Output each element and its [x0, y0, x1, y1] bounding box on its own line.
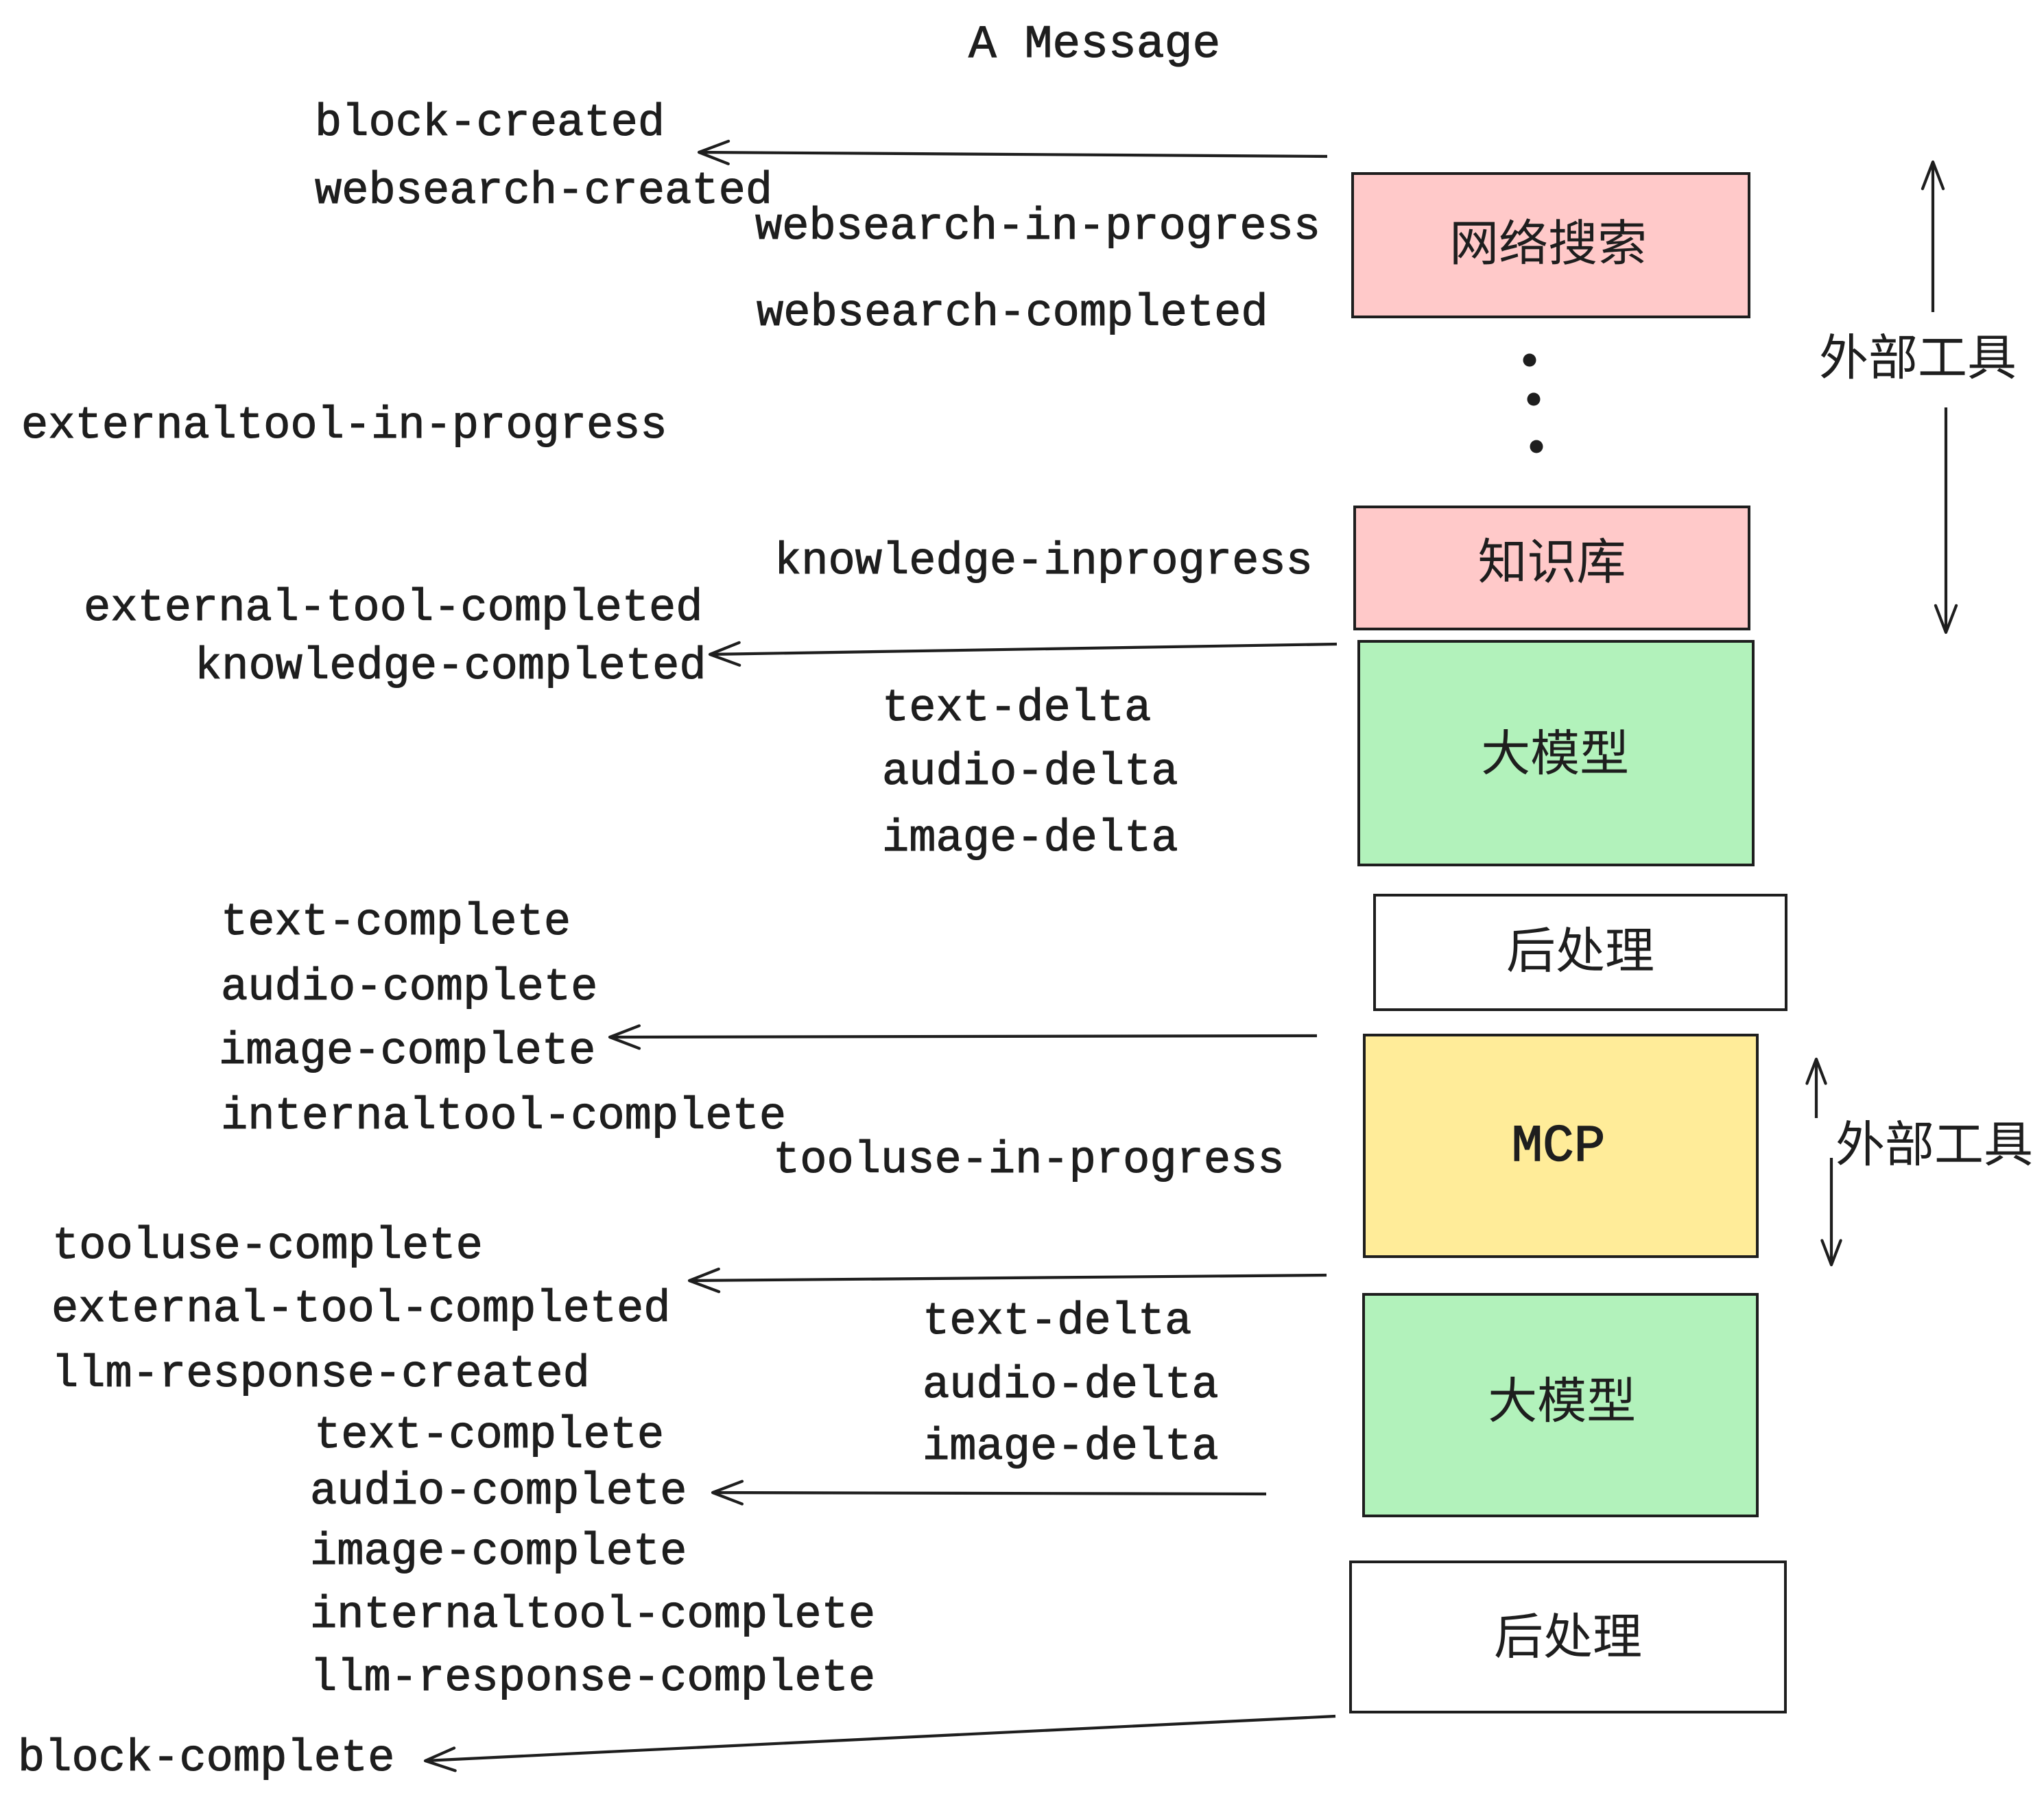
svg-text:internaltool-complete: internaltool-complete — [221, 1091, 786, 1142]
svg-text:websearch-completed: websearch-completed — [757, 288, 1268, 339]
svg-text:audio-complete: audio-complete — [221, 962, 597, 1013]
svg-text:A Message: A Message — [968, 19, 1220, 71]
svg-text:text-complete: text-complete — [314, 1410, 664, 1461]
svg-text:websearch-in-progress: websearch-in-progress — [755, 202, 1320, 252]
svg-text:MCP: MCP — [1512, 1117, 1606, 1176]
svg-text:knowledge-inprogress: knowledge-inprogress — [774, 536, 1313, 587]
svg-text:externaltool-in-progress: externaltool-in-progress — [21, 401, 667, 451]
svg-text:llm-response-created: llm-response-created — [51, 1349, 590, 1400]
svg-text:image-complete: image-complete — [310, 1527, 687, 1578]
svg-text:external-tool-completed: external-tool-completed — [84, 583, 703, 634]
svg-text:image-delta: image-delta — [923, 1422, 1219, 1473]
svg-text:internaltool-complete: internaltool-complete — [310, 1590, 875, 1641]
svg-text:audio-delta: audio-delta — [923, 1360, 1219, 1411]
svg-text:tooluse-in-progress: tooluse-in-progress — [773, 1135, 1285, 1186]
svg-text:audio-delta: audio-delta — [882, 747, 1178, 798]
svg-text:audio-complete: audio-complete — [310, 1467, 687, 1517]
svg-text:tooluse-complete: tooluse-complete — [52, 1221, 483, 1272]
svg-text:websearch-created: websearch-created — [315, 166, 772, 217]
svg-text:knowledge-completed: knowledge-completed — [195, 641, 706, 692]
svg-text:text-delta: text-delta — [882, 683, 1151, 734]
svg-text:text-complete: text-complete — [221, 897, 571, 948]
svg-text:block-complete: block-complete — [18, 1733, 394, 1784]
svg-text:external-tool-completed: external-tool-completed — [51, 1284, 671, 1335]
svg-text:image-delta: image-delta — [882, 814, 1178, 864]
svg-text:text-delta: text-delta — [923, 1296, 1191, 1347]
svg-text:llm-response-complete: llm-response-complete — [310, 1653, 875, 1704]
svg-text:block-created: block-created — [315, 98, 665, 149]
svg-text:image-complete: image-complete — [219, 1026, 595, 1077]
